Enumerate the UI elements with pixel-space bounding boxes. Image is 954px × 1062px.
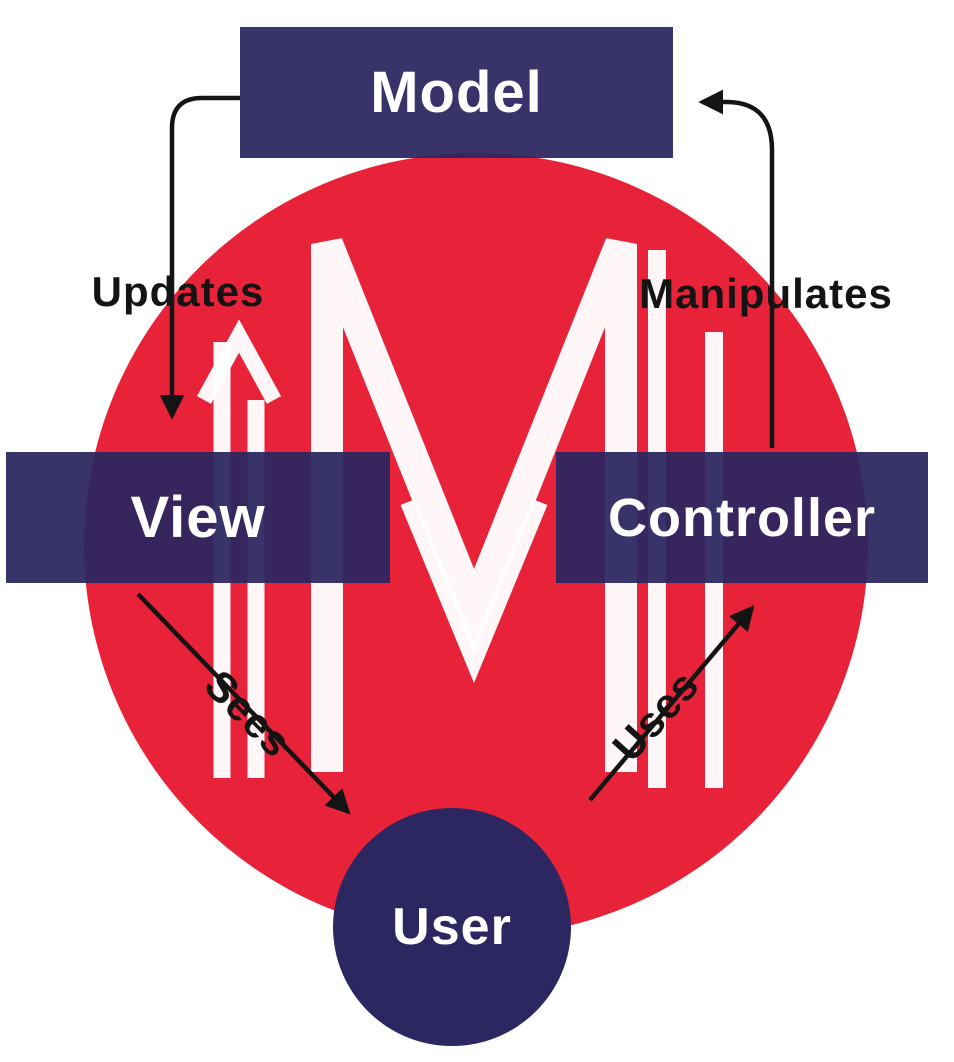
model-label: Model: [370, 60, 543, 125]
manipulates-edge-label: Manipulates: [639, 270, 893, 317]
edge-arrows: [136, 89, 775, 815]
view-label: View: [130, 485, 266, 550]
model-node: Model: [240, 27, 673, 158]
uses-arrow: [588, 605, 755, 802]
updates-arrow: [159, 95, 240, 420]
sees-arrow: [136, 592, 351, 815]
view-node: View: [6, 452, 390, 583]
user-node: User: [333, 808, 571, 1046]
controller-node: Controller: [556, 452, 928, 583]
user-label: User: [392, 898, 512, 956]
manipulates-arrow: [698, 89, 775, 448]
updates-edge-label: Updates: [91, 268, 265, 315]
controller-label: Controller: [607, 487, 876, 548]
